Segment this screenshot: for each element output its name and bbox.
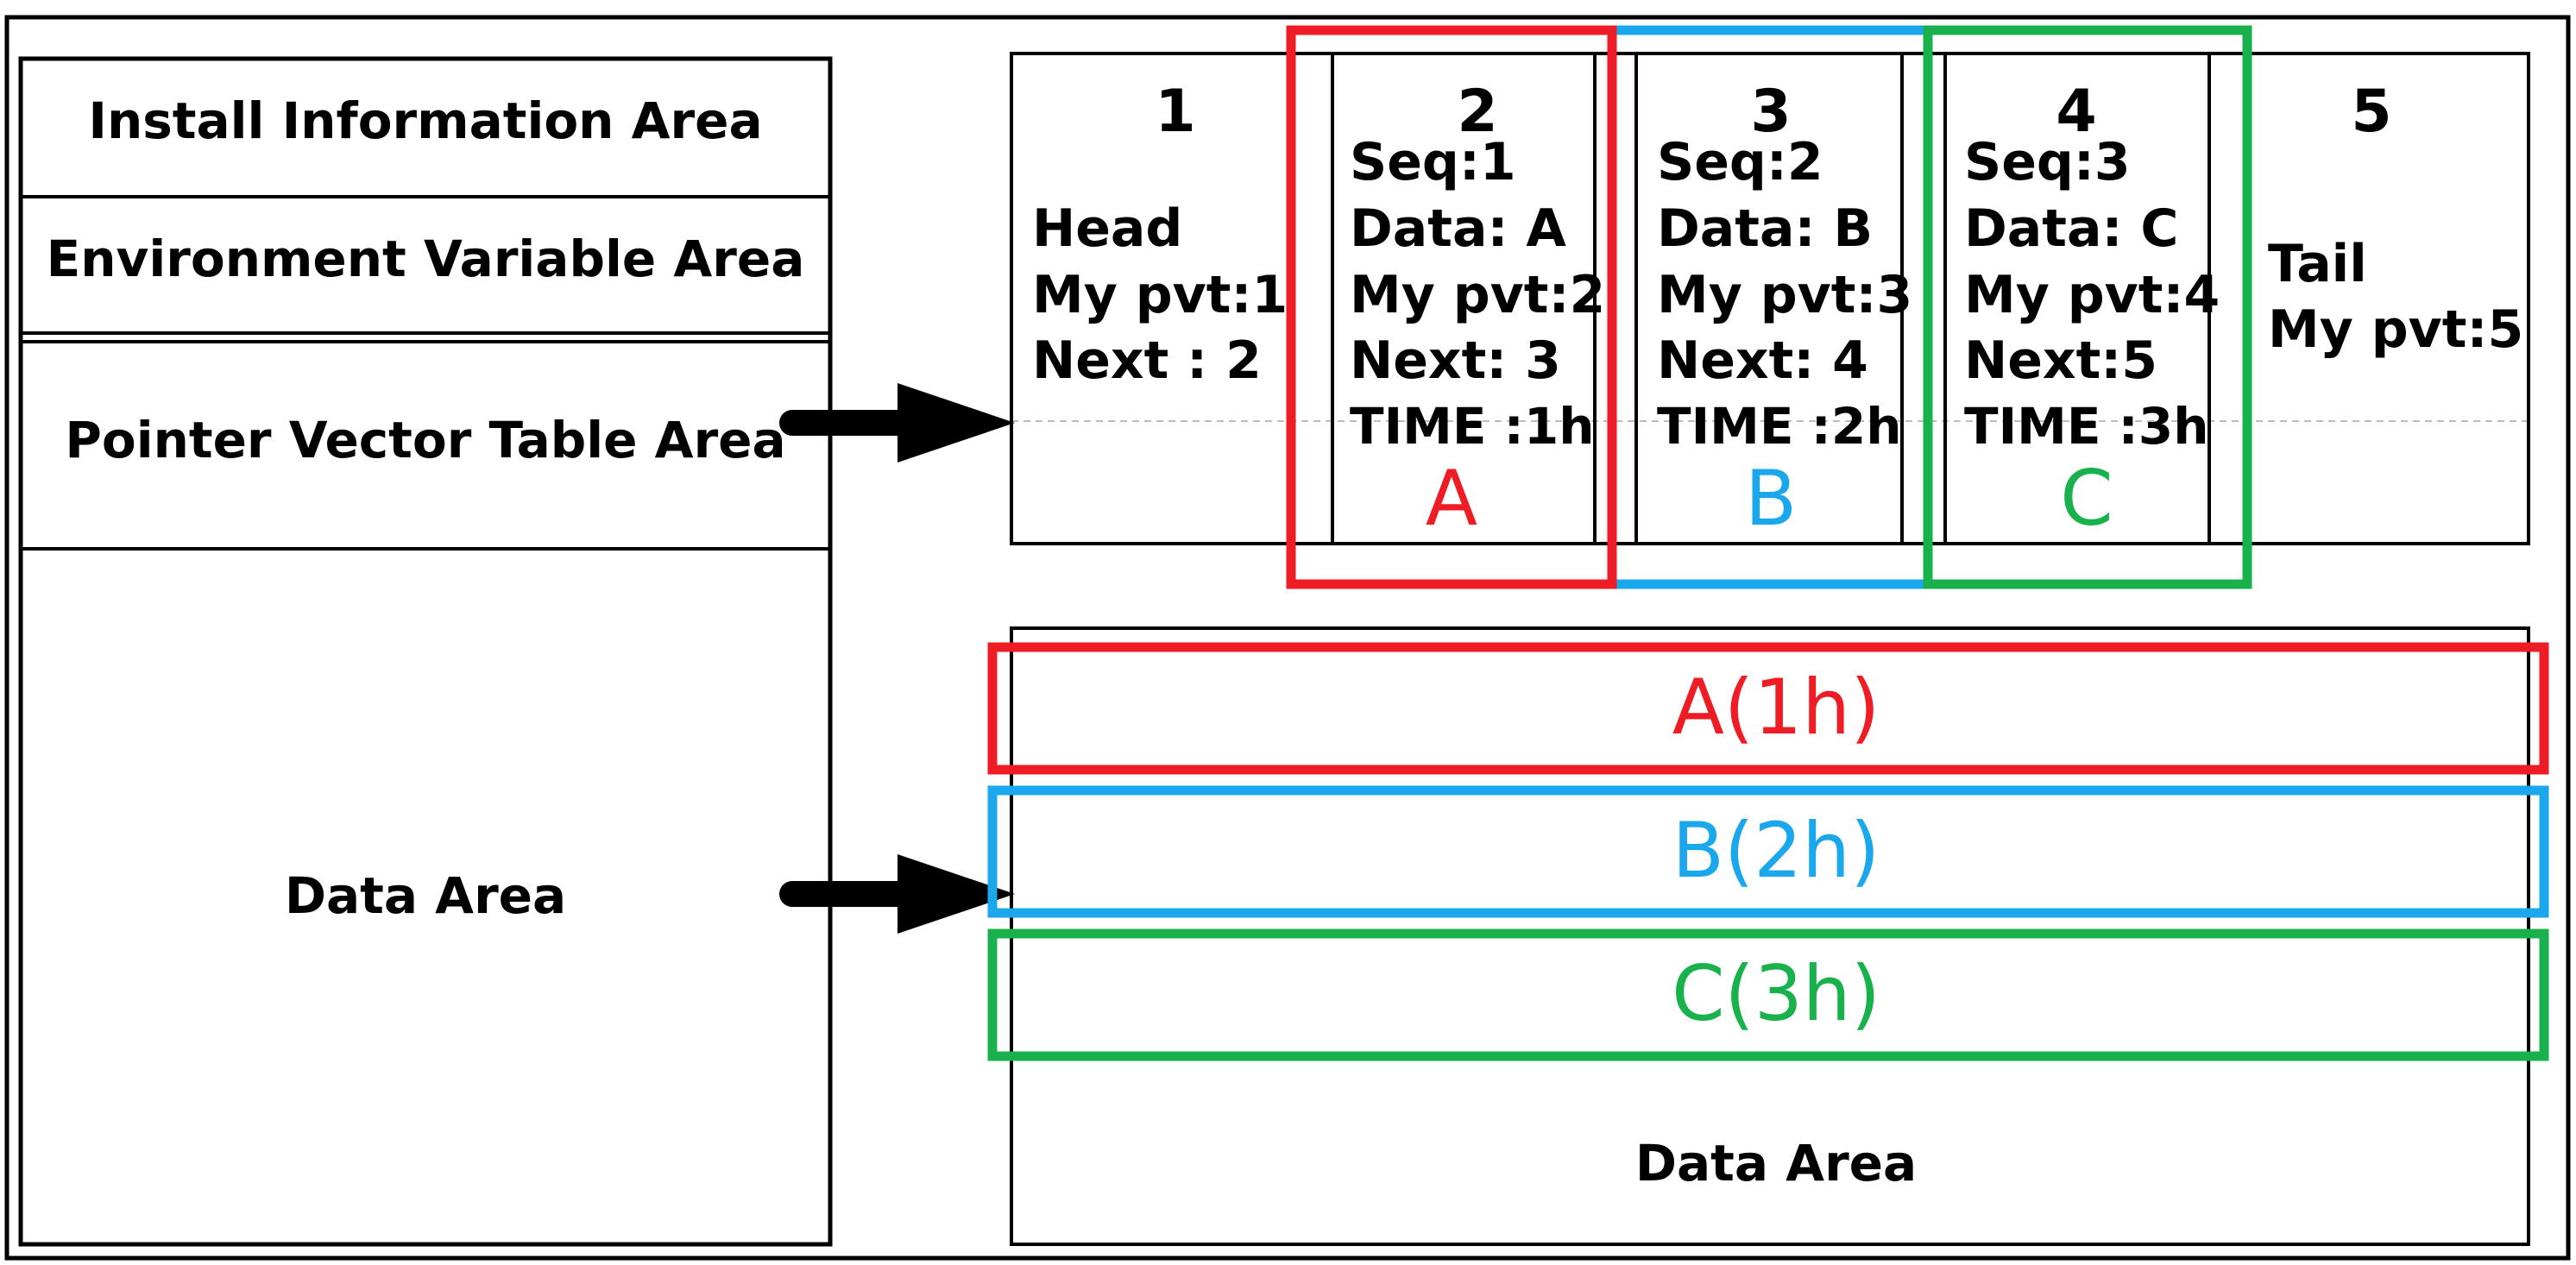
slot-line: Next: 3: [1350, 330, 1561, 391]
slot-line: TIME :1h: [1350, 397, 1595, 456]
data-block-a: [987, 642, 2549, 775]
slot-line: Next:5: [1964, 330, 2157, 391]
slot-line: Seq:1: [1350, 132, 1516, 192]
slot-number: 1: [1155, 78, 1195, 146]
slot-line: My pvt:1: [1032, 265, 1288, 325]
highlight-a-frame: [1286, 25, 1617, 589]
slot-number: 3: [1750, 78, 1791, 146]
slot-line: My pvt:4: [1964, 265, 2220, 325]
data-area-label: Data Area: [285, 866, 566, 925]
data-block-c: [987, 928, 2549, 1061]
slot-line: Next : 2: [1032, 330, 1262, 391]
slot-line: TIME :2h: [1657, 397, 1902, 456]
slot-tag-b: B: [1745, 454, 1797, 543]
slot-line: TIME :3h: [1964, 397, 2209, 456]
pvt-slot-2: 2 Seq:1 Data: A My pvt:2 Next: 3 TIME :1…: [1350, 78, 1605, 543]
data-block-c-label: C(3h): [1672, 949, 1880, 1038]
pvt-arrow-head: [898, 383, 1015, 463]
pvt-slot-1: 1 Head My pvt:1 Next : 2: [1032, 78, 1288, 391]
slot-line: My pvt:5: [2268, 299, 2523, 360]
slot-line: Data: A: [1350, 198, 1566, 259]
data-block-b-label: B(2h): [1672, 806, 1880, 895]
slot-line: My pvt:3: [1657, 265, 1912, 325]
data-area-table: A(1h) B(2h) C(3h) Data Area: [987, 626, 2549, 1246]
left-panel-frame: [18, 56, 833, 1247]
slot-line: Tail: [2268, 234, 2367, 294]
slot-line: Seq:2: [1657, 132, 1823, 192]
left-memory-panel: Install Information Area Environment Var…: [18, 56, 833, 1247]
pvt-slot-4: 4 Seq:3 Data: C My pvt:4 Next:5 TIME :3h…: [1964, 78, 2220, 543]
data-block-b: [987, 785, 2549, 918]
data-area-bottom-label: Data Area: [1635, 1134, 1917, 1193]
slot-line: Seq:3: [1964, 132, 2131, 192]
highlight-c-frame: [1923, 25, 2252, 589]
slot-line: Next: 4: [1657, 330, 1868, 391]
slot-tag-c: C: [2060, 454, 2113, 543]
slot-tag-a: A: [1426, 454, 1477, 543]
pvt-area-label: Pointer Vector Table Area: [65, 411, 785, 469]
pvt-table-frame: [1010, 52, 2530, 545]
data-block-a-label: A(1h): [1672, 663, 1880, 752]
pvt-table: 1 Head My pvt:1 Next : 2 2 Seq:1 Data: A…: [1010, 25, 2530, 589]
slot-number: 5: [2351, 78, 2391, 146]
data-arrow: [779, 854, 1015, 934]
install-info-label: Install Information Area: [88, 91, 762, 150]
slot-number: 2: [1457, 78, 1497, 146]
slot-line: Data: C: [1964, 198, 2178, 259]
slot-line: Head: [1032, 198, 1182, 259]
pvt-slot-3: 3 Seq:2 Data: B My pvt:3 Next: 4 TIME :2…: [1657, 78, 1912, 543]
pvt-slot-5: 5 Tail My pvt:5: [2268, 78, 2523, 360]
slot-number: 4: [2056, 78, 2096, 146]
slot-line: Data: B: [1657, 198, 1873, 259]
env-var-label: Environment Variable Area: [47, 230, 805, 288]
data-arrow-head: [898, 854, 1015, 934]
slot-line: My pvt:2: [1350, 265, 1605, 325]
pvt-arrow: [779, 383, 1015, 463]
outer-frame: [4, 15, 2571, 1261]
